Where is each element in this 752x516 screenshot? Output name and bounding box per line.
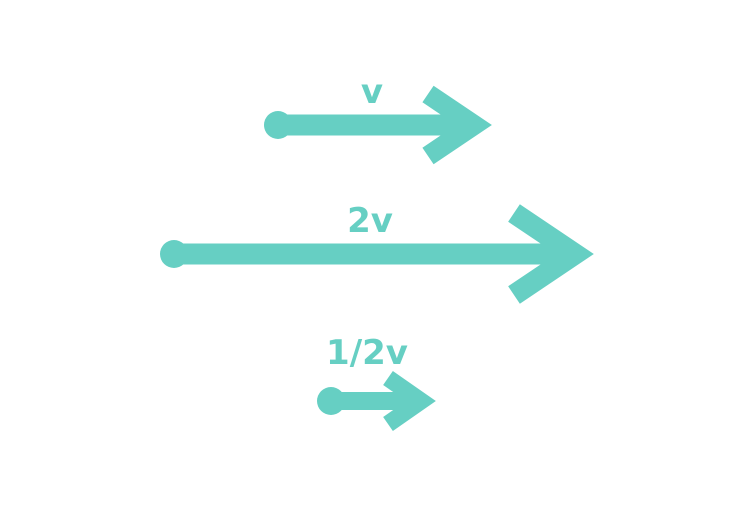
vector-2v-arrowhead: [508, 204, 594, 304]
vector-v-arrowhead: [422, 85, 492, 165]
vector-2v: 2v: [160, 201, 594, 304]
vector-half-v-tail-dot: [317, 387, 345, 415]
vector-v-label: v: [361, 72, 383, 112]
vector-v: v: [264, 72, 492, 165]
vector-2v-label: 2v: [347, 201, 393, 241]
vector-half-v: 1/2v: [317, 333, 436, 431]
vector-2v-tail-dot: [160, 240, 188, 268]
vector-half-v-label: 1/2v: [326, 333, 408, 373]
vector-v-tail-dot: [264, 111, 292, 139]
vector-half-v-arrowhead: [383, 371, 436, 431]
